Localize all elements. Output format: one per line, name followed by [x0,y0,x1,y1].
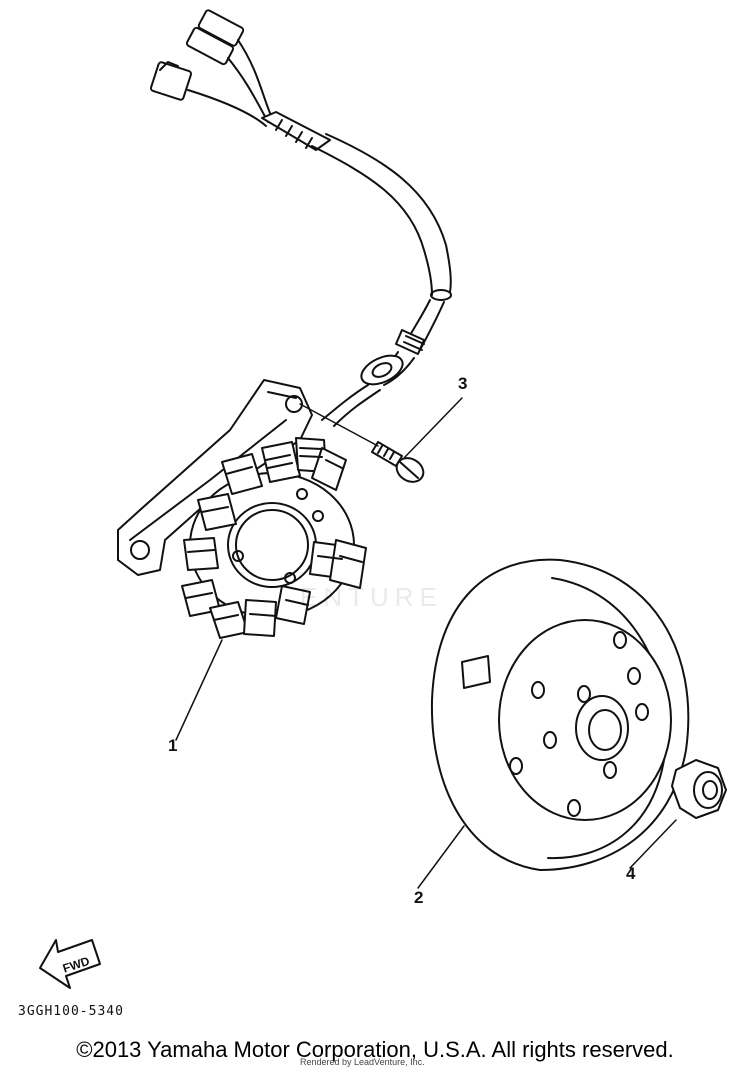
screw [371,441,425,483]
diagram-code: 3GGH100-5340 [18,1004,124,1019]
watermark: ENTURE [300,582,443,612]
stator [117,379,367,639]
callout-2: 2 [414,888,424,907]
leader-lines [175,397,677,889]
callout-4: 4 [626,864,636,883]
nut [671,759,727,819]
copyright-notice: ©2013 Yamaha Motor Corporation, U.S.A. A… [76,1037,674,1062]
wire-harness [149,9,452,427]
rotor [430,558,690,871]
callout-3: 3 [458,374,468,393]
rendered-by-credit: Rendered by LeadVenture, Inc. [300,1057,425,1067]
fwd-arrow-icon [39,939,101,989]
callout-1: 1 [168,736,178,755]
